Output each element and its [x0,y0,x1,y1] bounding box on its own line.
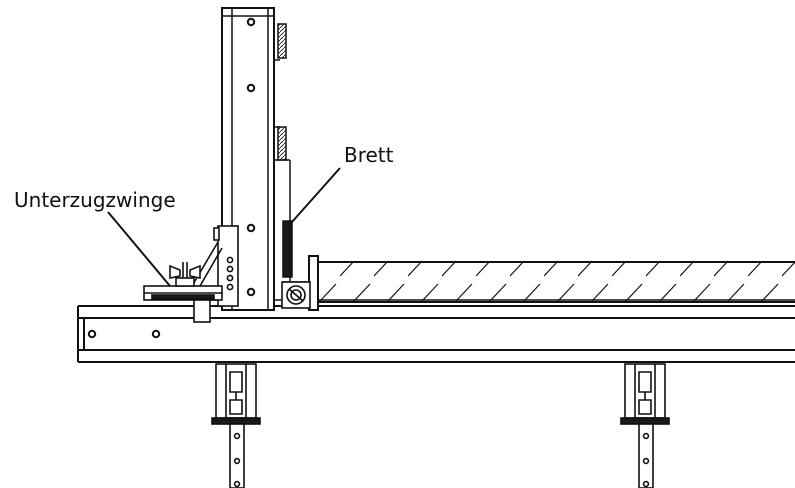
leader-brett [291,167,341,223]
label-unterzugzwinge: Unterzugzwinge [14,188,176,212]
beam-clamp [143,225,239,323]
prop-right [620,363,670,488]
label-brett: Brett [344,143,394,167]
base-adjuster [281,281,311,309]
leader-unterzugzwinge [107,211,171,287]
column-blocks [277,23,310,283]
slab-hatched [318,261,795,303]
prop-left [211,363,261,488]
main-beam [77,299,795,363]
